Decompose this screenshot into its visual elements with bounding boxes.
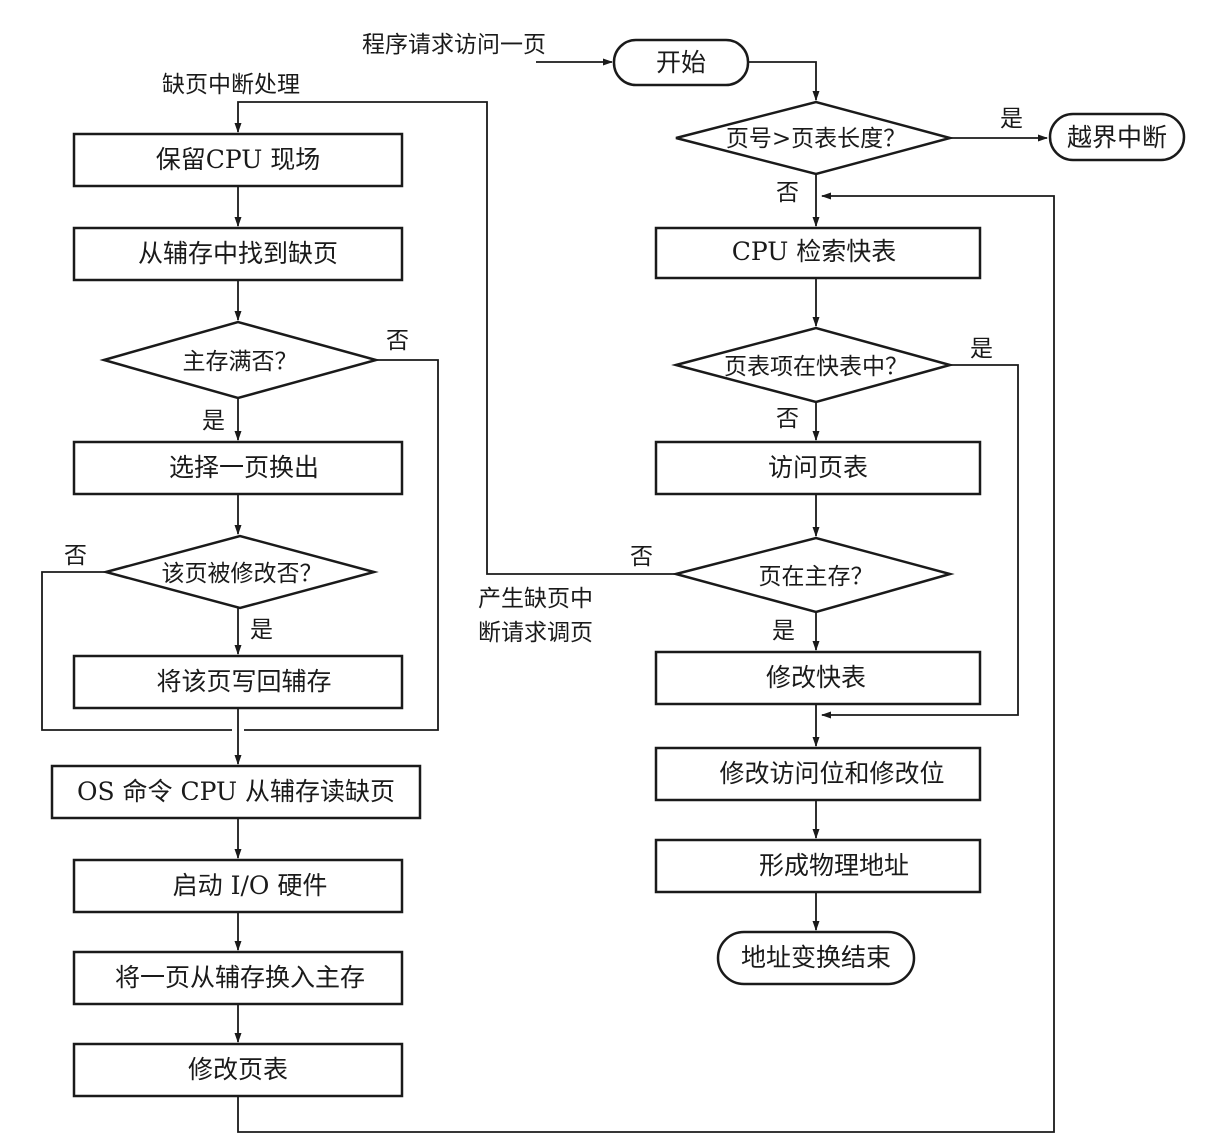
start-io-box — [72, 858, 404, 914]
save-cpu-state-label: 保留CPU 现场 — [156, 145, 321, 174]
out-of-bounds-label: 越界中断 — [1067, 123, 1167, 152]
page-fault-note-line1: 产生缺页中 — [478, 586, 593, 612]
page-length-decision-label: 页号>页表长度？ — [726, 126, 906, 152]
arrow-return-to-search-tlb — [237, 192, 1055, 1133]
find-page-box — [72, 226, 404, 282]
line-memory-not-full — [244, 359, 439, 731]
yes-label-in-tlb: 是 — [970, 336, 993, 362]
yes-label-in-memory: 是 — [772, 618, 795, 644]
request-label: 程序请求访问一页 — [362, 32, 546, 58]
save-cpu-state-box — [72, 132, 404, 188]
modified-decision-label: 该页被修改否？ — [162, 561, 323, 587]
update-page-table-label: 修改页表 — [188, 1055, 288, 1084]
no-label-memory-full: 否 — [386, 328, 409, 354]
arrow-tlb-hit-bypass — [821, 364, 1019, 719]
page-fault-note-line2: 断请求调页 — [478, 620, 593, 646]
physical-address-label: 形成物理地址 — [759, 851, 909, 880]
no-label-in-memory: 否 — [630, 544, 653, 570]
swap-in-box — [72, 950, 404, 1006]
in-memory-decision-label: 页在主存？ — [759, 564, 874, 590]
end-terminal — [716, 930, 916, 986]
yes-label-out-of-bounds: 是 — [1000, 106, 1023, 132]
write-back-box — [72, 654, 404, 710]
swap-in-label: 将一页从辅存换入主存 — [115, 963, 365, 992]
no-label-page-length: 否 — [776, 180, 799, 206]
update-page-table-box — [72, 1042, 404, 1098]
page-length-decision — [675, 100, 955, 176]
start-io-label: 启动 I/O 硬件 — [173, 871, 328, 900]
search-tlb-label: CPU 检索快表 — [732, 237, 897, 266]
modified-decision — [101, 534, 379, 610]
no-label-modified: 否 — [64, 543, 87, 569]
end-label: 地址变换结束 — [741, 943, 891, 972]
memory-full-decision-label: 主存满否？ — [183, 349, 298, 375]
update-bits-box — [654, 746, 982, 802]
arrow-start-to-page-length-check — [749, 61, 820, 101]
update-bits-label: 修改访问位和修改位 — [719, 759, 944, 788]
out-of-bounds-terminal — [1048, 112, 1186, 162]
yes-label-modified: 是 — [250, 617, 273, 643]
start-label: 开始 — [656, 48, 706, 77]
physical-address-box — [654, 838, 982, 894]
find-page-label: 从辅存中找到缺页 — [138, 239, 338, 268]
write-back-label: 将该页写回辅存 — [156, 667, 331, 696]
page-fault-handler-title: 缺页中断处理 — [162, 72, 300, 98]
line-page-not-modified — [41, 571, 232, 731]
yes-label-memory-full: 是 — [202, 408, 225, 434]
search-tlb-box — [654, 226, 982, 280]
connectors — [41, 58, 1055, 1133]
in-tlb-decision — [671, 326, 955, 404]
start-terminal — [612, 38, 750, 87]
in-tlb-decision-label: 页表项在快表中？ — [724, 354, 908, 380]
access-page-table-box — [654, 440, 982, 496]
in-memory-decision — [671, 536, 955, 614]
no-label-in-tlb: 否 — [776, 406, 799, 432]
select-page-label: 选择一页换出 — [169, 453, 319, 482]
os-command-box — [50, 764, 422, 820]
memory-full-decision — [99, 320, 381, 400]
select-page-box — [72, 440, 404, 496]
arrow-to-page-fault-handler — [234, 101, 676, 575]
update-tlb-label: 修改快表 — [766, 663, 866, 692]
os-command-label: OS 命令 CPU 从辅存读缺页 — [77, 777, 395, 806]
access-page-table-label: 访问页表 — [768, 453, 868, 482]
update-tlb-box — [654, 650, 982, 706]
